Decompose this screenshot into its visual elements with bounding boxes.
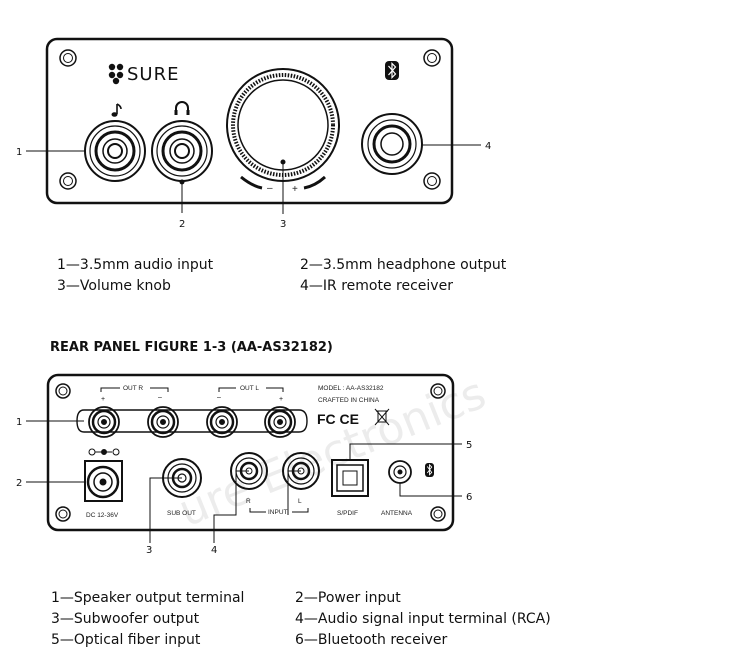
ir-receiver	[361, 113, 423, 175]
front-panel: SURE	[16, 37, 491, 230]
speaker-terminals	[88, 406, 296, 438]
rear-legend-6: 6—Bluetooth receiver	[295, 632, 448, 648]
rear-callout-3: 3	[146, 545, 152, 556]
front-callout-lines	[26, 144, 481, 214]
crafted-label: CRAFTED IN CHINA	[318, 397, 380, 404]
audio-input-jack	[84, 120, 146, 182]
rear-callout-1: 1	[16, 417, 22, 428]
sub-out-label: SUB OUT	[167, 510, 196, 517]
music-note-icon	[111, 103, 122, 117]
front-callout-1: 1	[16, 147, 22, 158]
front-callout-3: 3	[280, 219, 286, 230]
out-l-label: OUT L	[240, 385, 259, 392]
dc-label: DC 12-36V	[86, 512, 119, 519]
front-callout-4: 4	[485, 141, 491, 152]
antenna-port	[388, 460, 412, 484]
rear-callout-2: 2	[16, 478, 22, 489]
rear-legend-5: 5—Optical fiber input	[51, 632, 201, 648]
rear-legend-2: 2—Power input	[295, 590, 401, 606]
front-legend-2: 2—3.5mm headphone output	[300, 257, 507, 273]
sure-logo-icon	[108, 63, 124, 85]
spdif-port	[331, 459, 369, 497]
rear-bluetooth-icon	[425, 463, 434, 477]
out-r-label: OUT R	[123, 385, 143, 392]
front-legend-4: 4—IR remote receiver	[300, 278, 453, 294]
rear-legend-4: 4—Audio signal input terminal (RCA)	[295, 611, 551, 627]
dc-power-jack	[84, 460, 123, 502]
spdif-label: S/PDIF	[337, 510, 358, 517]
rear-panel-heading: REAR PANEL FIGURE 1-3 (AA-AS32182)	[50, 340, 333, 355]
out-l-minus: –	[217, 394, 221, 401]
rear-callout-6: 6	[466, 492, 472, 503]
model-label: MODEL : AA-AS32182	[318, 385, 384, 392]
rear-callout-5: 5	[466, 440, 472, 451]
antenna-label: ANTENNA	[381, 510, 413, 517]
rear-screws	[55, 383, 446, 522]
weee-bin-icon	[374, 408, 390, 426]
front-legend-1: 1—3.5mm audio input	[57, 257, 214, 273]
certification-marks: FC CE	[317, 411, 359, 427]
front-screws	[59, 49, 441, 190]
rear-legend-3: 3—Subwoofer output	[51, 611, 200, 627]
rear-panel: OUT R OUT L + – – + MODEL : AA-AS32182 C…	[16, 373, 472, 556]
out-l-plus: +	[279, 396, 283, 403]
front-callout-2: 2	[179, 219, 185, 230]
knob-plus-label: +	[292, 184, 298, 195]
rear-callout-4: 4	[211, 545, 217, 556]
out-brackets	[100, 387, 284, 392]
rear-legend-1: 1—Speaker output terminal	[51, 590, 245, 606]
input-label: INPUT	[268, 509, 288, 516]
out-r-minus: –	[158, 394, 162, 401]
knob-minus-label: –	[267, 183, 273, 194]
headphone-output-jack	[151, 120, 213, 182]
dc-polarity-icon	[88, 448, 120, 456]
out-r-plus: +	[101, 396, 105, 403]
headphone-icon	[174, 101, 190, 115]
rear-callout-lines	[26, 409, 462, 543]
brand-name: SURE	[127, 64, 179, 85]
input-r-label: R	[246, 498, 251, 505]
bluetooth-icon	[385, 61, 399, 80]
input-bracket	[249, 508, 309, 513]
front-legend-3: 3—Volume knob	[57, 278, 171, 294]
input-l-label: L	[298, 498, 302, 505]
